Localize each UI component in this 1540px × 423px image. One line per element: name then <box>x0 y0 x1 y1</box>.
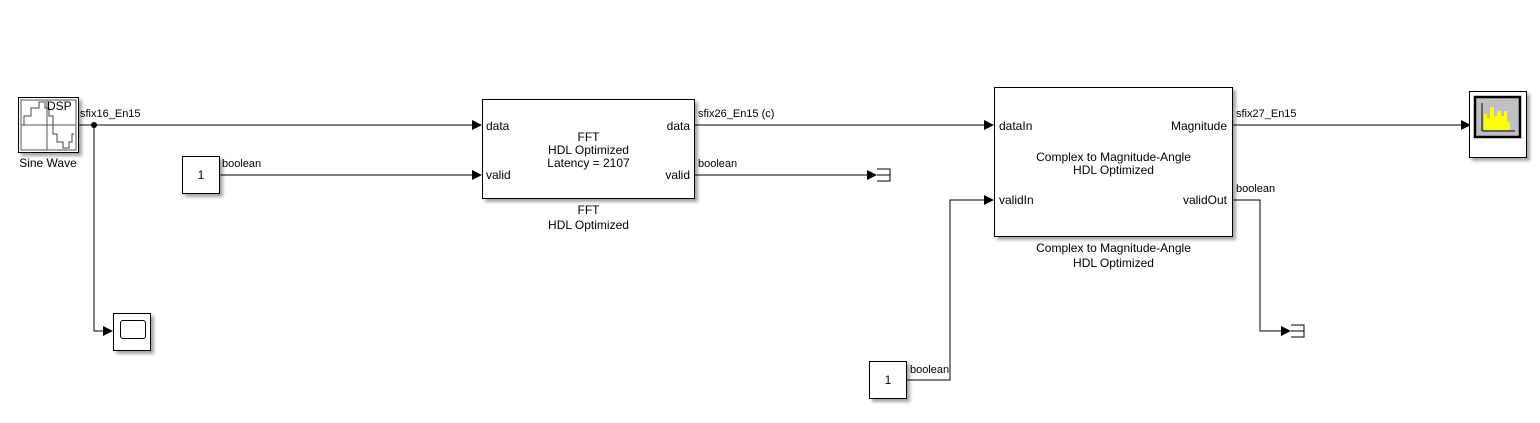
fft-body-line2: HDL Optimized <box>548 143 629 157</box>
sine-wave-block[interactable]: DSP <box>18 97 79 153</box>
fft-out-port-data: data <box>666 119 690 133</box>
complex-to-magnitude-angle-block[interactable]: dataIn validIn Magnitude validOut Comple… <box>994 87 1233 237</box>
fft-body-line3: Latency = 2107 <box>547 156 630 170</box>
c2ma-name-line2: HDL Optimized <box>1073 256 1154 270</box>
scope-icon <box>120 320 146 339</box>
signal-line-const2-to-validin[interactable] <box>907 195 994 381</box>
c2ma-in-port-validin: validIn <box>999 193 1034 207</box>
sine-wave-name: Sine Wave <box>19 156 77 170</box>
fft-name-line1: FFT <box>577 203 600 217</box>
fft-name-line2: HDL Optimized <box>548 218 629 232</box>
spectrum-analyzer-icon <box>1473 95 1522 139</box>
scope-block[interactable] <box>113 313 151 351</box>
spectrum-analyzer-block[interactable] <box>1469 91 1527 158</box>
c2ma-body-line2: HDL Optimized <box>1073 163 1154 177</box>
c2ma-out-port-validout: validOut <box>1182 193 1227 207</box>
c2ma-in-port-datain: dataIn <box>999 119 1033 133</box>
terminator-icon <box>1291 324 1305 338</box>
constant-block-1[interactable]: 1 <box>182 156 220 194</box>
sine-wave-icon <box>20 99 77 151</box>
signal-label-fft-data: sfix26_En15 (c) <box>698 108 775 120</box>
signal-label-const2: boolean <box>910 364 950 376</box>
signal-line-sine-to-scope[interactable] <box>93 125 113 336</box>
signal-label-fft-valid: boolean <box>698 158 738 170</box>
dsp-label: DSP <box>47 99 72 113</box>
fft-in-port-data: data <box>486 119 510 133</box>
signal-line-validout-to-terminator[interactable] <box>1233 199 1291 336</box>
c2ma-out-port-magnitude: Magnitude <box>1170 119 1227 133</box>
terminator-icon <box>877 168 891 182</box>
c2ma-name-line1: Complex to Magnitude-Angle <box>1036 241 1191 255</box>
c2ma-body-line1: Complex to Magnitude-Angle <box>1036 150 1191 164</box>
signal-label-sine: sfix16_En15 <box>80 108 141 120</box>
fft-in-port-valid: valid <box>486 168 511 182</box>
constant-value: 1 <box>197 168 205 182</box>
signal-label-const1: boolean <box>222 158 262 170</box>
constant-block-2[interactable]: 1 <box>869 361 907 399</box>
signal-label-validout: boolean <box>1236 183 1276 195</box>
fft-block[interactable]: data valid data valid FFT HDL Optimized … <box>482 99 695 199</box>
signal-label-magnitude: sfix27_En15 <box>1236 108 1297 120</box>
constant-value: 1 <box>884 373 892 387</box>
fft-out-port-valid: valid <box>665 168 690 182</box>
fft-body-line1: FFT <box>577 130 600 144</box>
